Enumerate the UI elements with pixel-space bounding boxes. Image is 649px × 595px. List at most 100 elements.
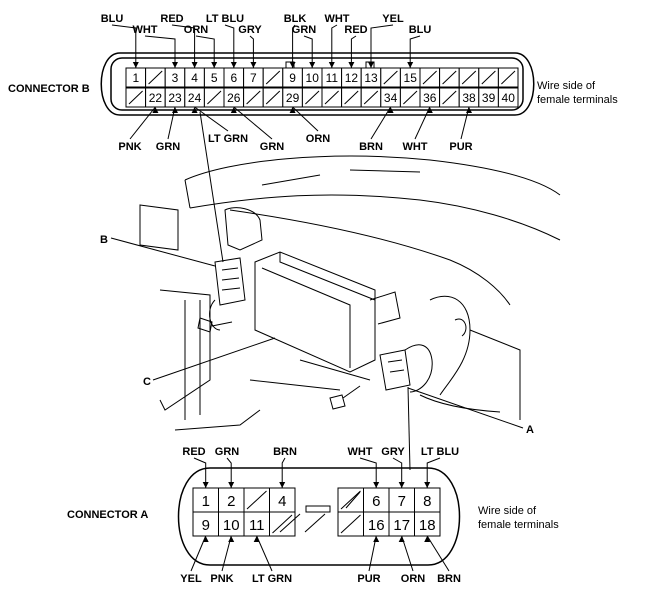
connector-b-empty-slot [265, 90, 281, 105]
connector-b-pin-number: 3 [172, 71, 179, 85]
callout-b: B [100, 234, 108, 246]
wire-color-label: LT BLU [206, 13, 244, 25]
connector-b-pin-number: 12 [345, 71, 359, 85]
connector-a-pin-number: 17 [393, 517, 410, 534]
connector-b-empty-slot [148, 70, 163, 85]
wire-leader-line [233, 106, 273, 140]
wire-arrowhead [373, 536, 380, 542]
connector-b-title: CONNECTOR B [8, 83, 90, 95]
wire-color-label: BRN [273, 446, 297, 458]
wire-arrowhead [279, 482, 286, 488]
wire-leader-line [111, 24, 137, 68]
wire-color-label: WHT [324, 13, 349, 25]
connector-a-empty-slot [340, 490, 361, 510]
wire-leader-line [171, 24, 196, 68]
wire-leader-line [426, 457, 441, 488]
connector-a-pin-number: 18 [419, 517, 436, 534]
wire-color-label: ORN [184, 24, 209, 36]
wire-color-label: BLU [409, 24, 432, 36]
wire-leader-line [144, 35, 176, 68]
wire-leader-line [426, 535, 450, 572]
connector-b-pin-number: 6 [230, 71, 237, 85]
wire-color-label: ORN [306, 133, 331, 145]
connector-a-empty-slot [304, 513, 326, 533]
connector-b-pin-number: 38 [462, 91, 476, 105]
connector-b-pin-number: 24 [188, 91, 202, 105]
connector-b-pin-number: 1 [132, 71, 139, 85]
wire-arrowhead [230, 107, 237, 113]
connector-b-empty-slot [246, 90, 261, 105]
connector-a-pin-number: 7 [398, 493, 406, 510]
wire-color-label: RED [344, 24, 367, 36]
connector-b-empty-slot [501, 70, 516, 85]
connector-a-pin-number: 6 [372, 493, 380, 510]
wire-color-label: LT GRN [252, 573, 292, 585]
wire-arrowhead [228, 482, 235, 488]
connector-b-pin-number: 39 [482, 91, 496, 105]
wire-color-label: WHT [402, 141, 427, 153]
connector-a-cell [243, 511, 270, 537]
connector-b-note-2: female terminals [537, 94, 618, 106]
connector-a-pin-number: 8 [423, 493, 431, 510]
wire-leader-line [249, 35, 254, 68]
vehicle-illustration [139, 111, 561, 471]
wire-color-label: BRN [359, 141, 383, 153]
connector-b-pin-number: 4 [191, 71, 198, 85]
wire-leader-line [392, 457, 403, 488]
connector-a-pin-number: 16 [368, 517, 385, 534]
connector-a-cell [388, 511, 415, 537]
connector-a-pin-number: 4 [278, 493, 286, 510]
connector-b-empty-slot [442, 70, 457, 85]
connector-b-empty-slot [344, 90, 359, 105]
connector-b-pin-number: 40 [502, 91, 516, 105]
wire-arrowhead [202, 482, 209, 488]
wire-leader-line [226, 457, 232, 488]
connector-b-pin-number: 34 [384, 91, 398, 105]
connector-b-pin-number: 9 [289, 71, 296, 85]
connector-b-empty-slot [481, 70, 496, 85]
wire-arrowhead [191, 62, 198, 68]
wire-arrowhead [426, 107, 433, 113]
wire-arrowhead [289, 62, 296, 68]
connector-b-empty-slot [305, 90, 320, 105]
connector-b-empty-slot [265, 70, 281, 85]
connector-a-title: CONNECTOR A [67, 509, 148, 521]
wire-color-label: GRY [381, 446, 405, 458]
connector-a-pin-number: 2 [227, 493, 235, 510]
connector-a-empty-slot [279, 513, 301, 533]
connector-a-empty-slot [246, 490, 267, 510]
connector-b-pin-number: 7 [250, 71, 257, 85]
connector-b-cell [497, 87, 519, 108]
wire-arrowhead [289, 107, 296, 113]
wire-leader-line [359, 457, 377, 488]
wire-leader-line [195, 35, 215, 68]
wire-arrowhead [250, 62, 257, 68]
wire-leader-line [370, 106, 392, 140]
wire-leader-line [409, 35, 421, 68]
connector-a-note-2: female terminals [478, 519, 559, 531]
wire-leader-line [370, 24, 394, 68]
connector-a-cell [269, 487, 296, 513]
wire-arrowhead [230, 62, 237, 68]
callout-c: C [143, 376, 151, 388]
wire-color-label: GRN [260, 141, 285, 153]
connector-b-pin-number: 13 [364, 71, 378, 85]
wire-leader-line [281, 457, 286, 488]
wire-arrowhead [152, 107, 159, 113]
wire-color-label: GRY [238, 24, 262, 36]
wire-color-label: RED [160, 13, 183, 25]
connector-a-pin-number: 11 [249, 517, 265, 534]
wire-arrowhead [398, 536, 405, 542]
wire-arrowhead [407, 62, 414, 68]
connector-b-empty-slot [128, 90, 143, 105]
connector-b-pin-number: 11 [326, 71, 339, 85]
wire-arrowhead [466, 107, 472, 113]
connector-b-empty-slot [207, 90, 222, 105]
connector-a-empty-slot [272, 514, 293, 534]
connector-b-empty-slot [461, 70, 477, 85]
wire-arrowhead [398, 482, 405, 488]
connector-b-pin-number: 29 [286, 91, 300, 105]
connector-b-pin-number: 10 [306, 71, 320, 85]
connector-b-empty-slot [403, 90, 418, 105]
